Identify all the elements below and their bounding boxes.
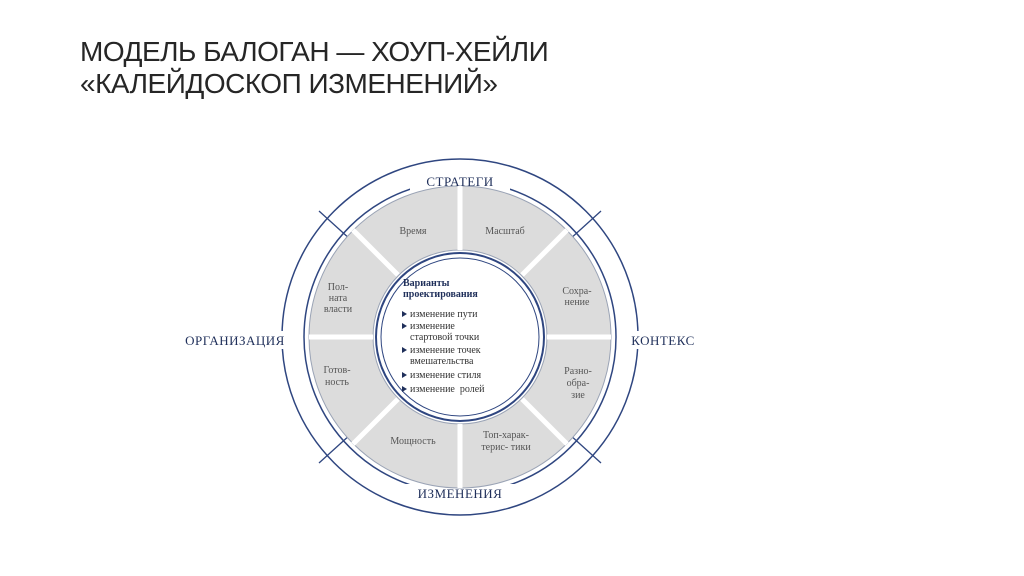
center-item-3-line-2: вмешательства [410,356,474,367]
title-line-1: МОДЕЛЬ БАЛОГАН — ХОУП-ХЕЙЛИ [80,36,549,67]
divider-se [568,433,602,464]
ring-label-change: ИЗМЕНЕНИЯ [418,486,503,501]
divider-nw [318,210,352,241]
seg-div-ne [520,228,569,277]
segment-diversity-line-1: Разно- [564,366,592,377]
center-title-line-2: проектирования [403,289,478,300]
segment-diversity-label: Разно- обра- зие [564,366,592,401]
center-item-4: изменение стиля [402,370,482,381]
divider-sw [318,433,352,464]
bullet-icon [402,386,407,392]
seg-div-se [520,397,569,446]
segment-dividers [309,186,611,488]
segment-characteristics-line-1: Топ-харак- [483,430,529,441]
bullet-icon [402,372,407,378]
bullet-icon [402,323,407,329]
center-inner-ring [380,257,540,417]
center-item-2-line-2: стартовой точки [410,332,480,343]
segment-capacity-label: Мощность [390,436,436,447]
segment-readiness-label: Готов- ность [323,365,350,388]
center-list: изменение пути изменение стартовой точки… [402,309,485,395]
segment-power-line-2: ната [329,293,348,304]
segment-power-line-1: Пол- [328,282,348,293]
divider-ne [568,210,602,241]
center-item-2-line-1: изменение [410,321,455,332]
segment-preservation-line-1: Сохра- [562,286,591,297]
segment-readiness-line-2: ность [325,377,349,388]
ring-label-strategy: СТРАТЕГИ [426,174,493,189]
center-item-2: изменение стартовой точки [402,321,480,343]
center-item-3-line-1: изменение точек [410,345,481,356]
segment-characteristics-line-2: терис- тики [481,442,531,453]
seg-div-sw [351,397,400,446]
center-item-1: изменение пути [402,309,478,320]
segment-time-label: Время [399,226,426,237]
ring-label-context: КОНТЕКС [631,333,695,348]
bullet-icon [402,347,407,353]
outer-ring-dividers [318,210,602,464]
right-label-mask [624,331,702,349]
segment-diversity-line-3: зие [571,390,585,401]
segment-preservation-line-2: нение [565,297,590,308]
center-item-5: изменение ролей [402,384,485,395]
segment-readiness-line-1: Готов- [323,365,350,376]
segment-power-label: Пол- ната власти [324,282,353,315]
center-item-4-line-1: изменение стиля [410,370,482,381]
slide-title: МОДЕЛЬ БАЛОГАН — ХОУП-ХЕЙЛИ «КАЛЕЙДОСКОП… [80,36,549,100]
left-label-mask [174,331,296,349]
segment-diversity-line-2: обра- [567,378,590,389]
segment-characteristics-label: Топ-харак- терис- тики [481,430,531,453]
center-item-3: изменение точек вмешательства [402,345,481,367]
top-label-mask [410,172,510,190]
segment-power-line-3: власти [324,304,353,315]
title-line-2: «КАЛЕЙДОСКОП ИЗМЕНЕНИЙ» [80,68,498,99]
segment-preservation-label: Сохра- нение [562,286,591,308]
ring-label-organization: ОРГАНИЗАЦИЯ [185,333,285,348]
bottom-label-mask [400,484,520,502]
center-title-line-1: Варианты [403,278,450,289]
center-item-5-line-1: изменение ролей [410,384,485,395]
bullet-icon [402,311,407,317]
seg-div-nw [351,228,400,277]
segment-scale-label: Масштаб [485,226,525,237]
center-item-1-line-1: изменение пути [410,309,478,320]
